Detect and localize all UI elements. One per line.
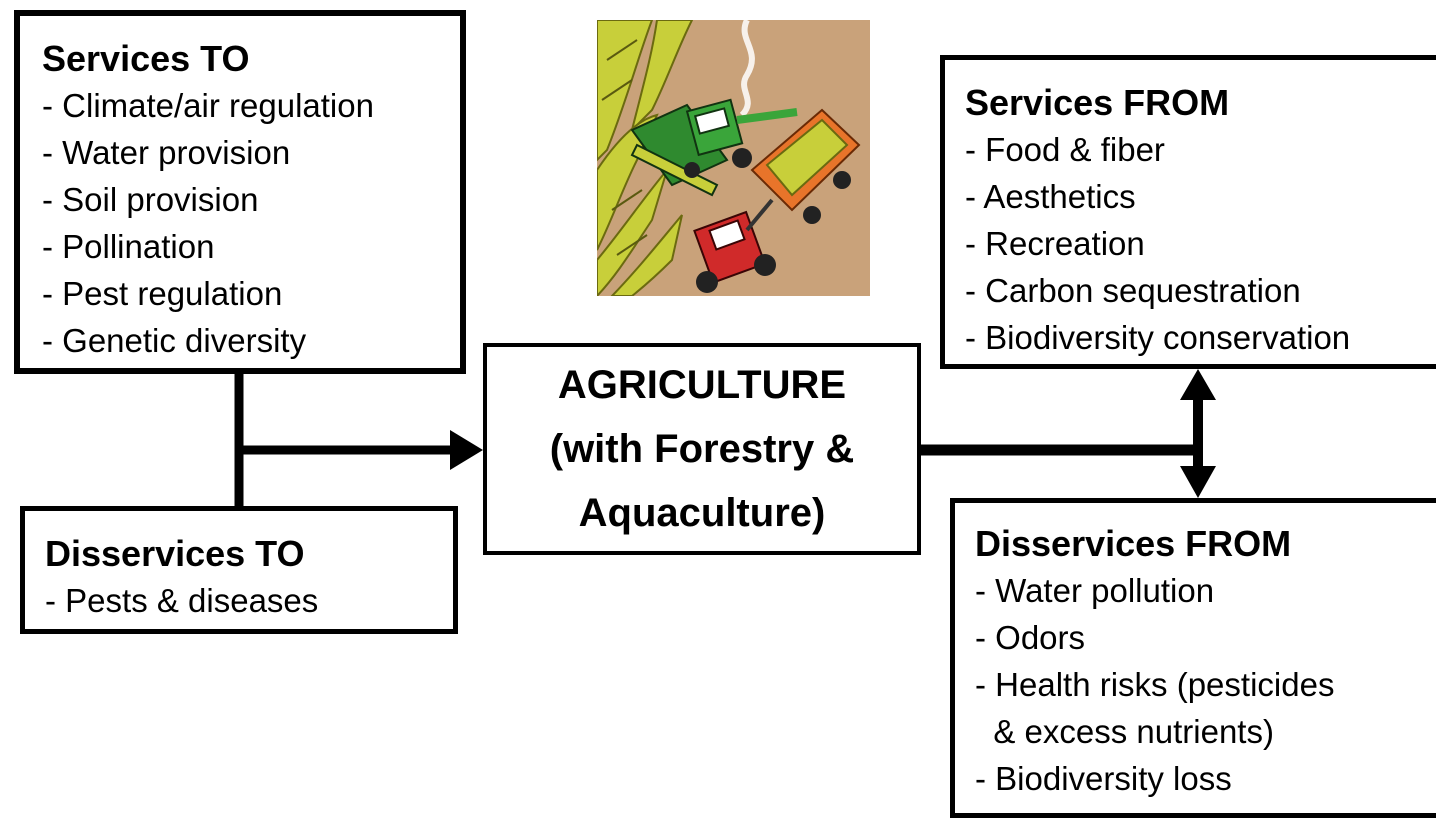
list-item: & excess nutrients): [975, 713, 1274, 750]
list-item: - Health risks (pesticides: [975, 666, 1335, 703]
list-item: - Water pollution: [975, 572, 1215, 609]
list-item: - Pests & diseases: [45, 582, 319, 619]
services-to-title: Services TO: [42, 38, 250, 79]
services-from-box: Services FROM - Food & fiber - Aesthetic…: [940, 55, 1436, 369]
services-from-title: Services FROM: [965, 82, 1230, 123]
list-item: - Carbon sequestration: [965, 272, 1301, 309]
agriculture-box: AGRICULTURE (with Forestry & Aquaculture…: [483, 343, 921, 555]
services-from-list: - Food & fiber - Aesthetics - Recreation…: [965, 126, 1436, 361]
down-arrowhead: [1180, 466, 1216, 498]
list-item: - Biodiversity loss: [975, 760, 1232, 797]
list-item: - Genetic diversity: [42, 322, 307, 359]
list-item: - Pollination: [42, 228, 215, 265]
farm-harvest-icon: [597, 20, 870, 296]
disservices-from-list: - Water pollution - Odors - Health risks…: [975, 567, 1436, 802]
up-arrowhead: [1180, 369, 1216, 400]
list-item: - Biodiversity conservation: [965, 319, 1351, 356]
disservices-from-box: Disservices FROM - Water pollution - Odo…: [950, 498, 1436, 818]
input-arrowhead: [450, 430, 483, 470]
list-item: - Aesthetics: [965, 178, 1136, 215]
list-item: - Water provision: [42, 134, 291, 171]
list-item: - Climate/air regulation: [42, 87, 374, 124]
disservices-to-list: - Pests & diseases: [45, 577, 453, 624]
list-item: - Recreation: [965, 225, 1145, 262]
list-item: - Soil provision: [42, 181, 259, 218]
disservices-from-title: Disservices FROM: [975, 523, 1292, 564]
services-to-box: Services TO - Climate/air regulation - W…: [14, 10, 466, 374]
list-item: - Odors: [975, 619, 1086, 656]
services-to-list: - Climate/air regulation - Water provisi…: [42, 82, 460, 364]
disservices-to-box: Disservices TO - Pests & diseases: [20, 506, 458, 634]
disservices-to-title: Disservices TO: [45, 533, 305, 574]
list-item: - Food & fiber: [965, 131, 1165, 168]
list-item: - Pest regulation: [42, 275, 283, 312]
agriculture-title: AGRICULTURE (with Forestry & Aquaculture…: [549, 363, 855, 535]
